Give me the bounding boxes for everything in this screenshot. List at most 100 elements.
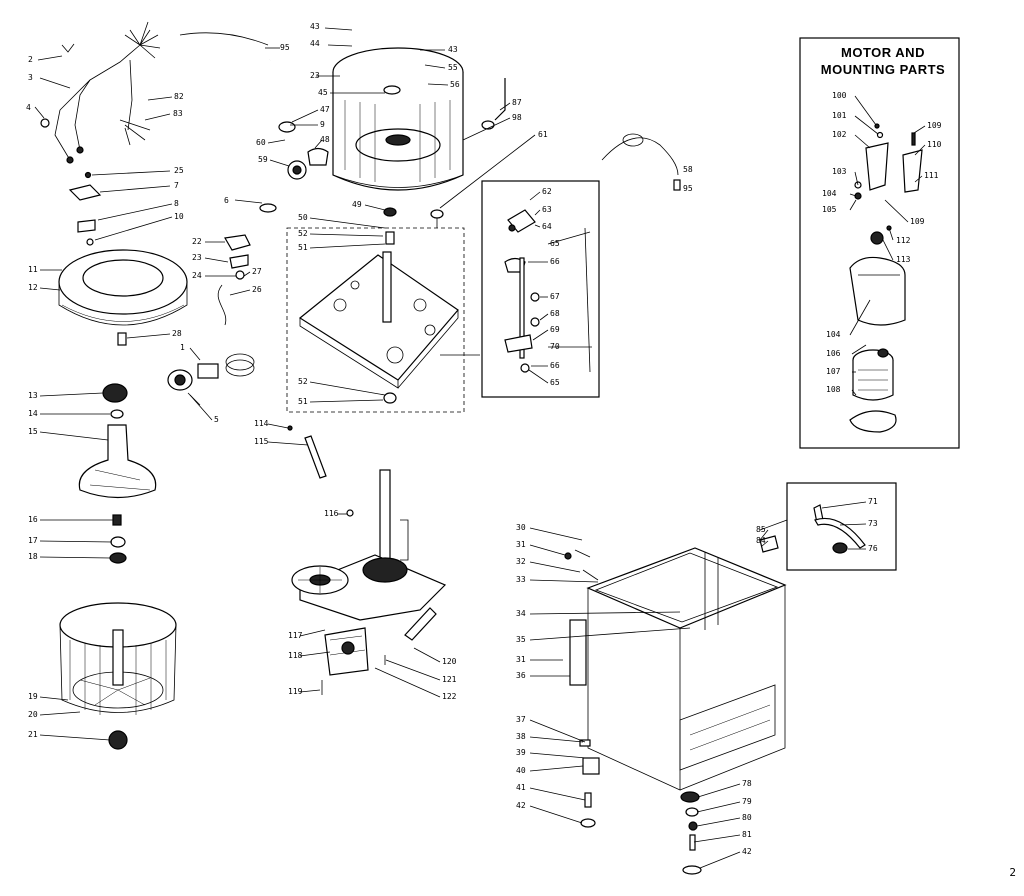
- callout-13: 13: [28, 391, 38, 400]
- callout-100: 100: [832, 91, 847, 100]
- callout-17: 17: [28, 536, 38, 545]
- wire-harness: [40, 21, 269, 164]
- outer-tub: [332, 47, 464, 191]
- callout-84: 84: [756, 536, 766, 545]
- spin-basket: [59, 602, 177, 750]
- motor-mounting-inset: [799, 37, 960, 449]
- callout-6: 6: [224, 196, 229, 205]
- callout-111: 111: [924, 171, 939, 180]
- callout-98: 98: [512, 113, 522, 122]
- callout-78: 78: [742, 779, 752, 788]
- small-brackets-left: [68, 171, 102, 246]
- callout-104: 104: [826, 330, 841, 339]
- callout-120: 120: [442, 657, 457, 666]
- callout-10: 10: [174, 212, 184, 221]
- callout-50: 50: [298, 213, 308, 222]
- callout-82: 82: [174, 92, 184, 101]
- callout-45: 45: [318, 88, 328, 97]
- callout-47: 47: [320, 105, 330, 114]
- callout-42: 42: [742, 847, 752, 856]
- callout-70: 70: [550, 342, 560, 351]
- callout-40: 40: [516, 766, 526, 775]
- callout-12: 12: [28, 283, 38, 292]
- callout-30: 30: [516, 523, 526, 532]
- callout-33: 33: [516, 575, 526, 584]
- callout-116: 116: [324, 509, 339, 518]
- callout-85: 85: [756, 525, 766, 534]
- callout-28: 28: [172, 329, 182, 338]
- callout-107: 107: [826, 367, 841, 376]
- callout-26: 26: [252, 285, 262, 294]
- callout-2: 2: [28, 55, 33, 64]
- callout-95: 95: [280, 43, 290, 52]
- fill-tube: [481, 78, 506, 130]
- callout-18: 18: [28, 552, 38, 561]
- mounting-plate: [286, 207, 480, 413]
- callout-42: 42: [516, 801, 526, 810]
- callout-11: 11: [28, 265, 38, 274]
- callout-51: 51: [298, 397, 308, 406]
- callout-55: 55: [448, 63, 458, 72]
- callout-4: 4: [26, 103, 31, 112]
- callout-43: 43: [310, 22, 320, 31]
- callout-106: 106: [826, 349, 841, 358]
- transmission: [291, 469, 447, 695]
- callout-25: 25: [174, 166, 184, 175]
- callout-37: 37: [516, 715, 526, 724]
- callout-20: 20: [28, 710, 38, 719]
- callout-73: 73: [868, 519, 878, 528]
- callout-numbers: 2349543444355562345828387984794860596125…: [26, 22, 942, 856]
- callout-31: 31: [516, 655, 526, 664]
- callout-5: 5: [214, 415, 219, 424]
- callout-113: 113: [896, 255, 911, 264]
- callout-68: 68: [550, 309, 560, 318]
- callout-34: 34: [516, 609, 526, 618]
- callout-108: 108: [826, 385, 841, 394]
- callout-32: 32: [516, 557, 526, 566]
- leveling-foot-right: [680, 791, 702, 875]
- callout-23: 23: [192, 253, 202, 262]
- callout-102: 102: [832, 130, 847, 139]
- callout-14: 14: [28, 409, 38, 418]
- callout-38: 38: [516, 732, 526, 741]
- callout-8: 8: [174, 199, 179, 208]
- callout-60: 60: [256, 138, 266, 147]
- callout-59: 59: [258, 155, 268, 164]
- inset-title-line1: MOTOR AND: [841, 45, 925, 60]
- cord: [601, 133, 681, 191]
- tub-ring: [58, 249, 188, 346]
- callout-27: 27: [252, 267, 262, 276]
- callout-66: 66: [550, 257, 560, 266]
- callout-109: 109: [910, 217, 925, 226]
- callout-112: 112: [896, 236, 911, 245]
- leader-lines: [34, 27, 926, 869]
- callout-16: 16: [28, 515, 38, 524]
- callout-52: 52: [298, 377, 308, 386]
- callout-103: 103: [832, 167, 847, 176]
- brake-parts-inset: [481, 180, 600, 398]
- callout-109: 109: [927, 121, 942, 130]
- callout-79: 79: [742, 797, 752, 806]
- callout-56: 56: [450, 80, 460, 89]
- callout-104: 104: [822, 189, 837, 198]
- callout-81: 81: [742, 830, 752, 839]
- callout-64: 64: [542, 222, 552, 231]
- bracket-set: [217, 234, 251, 326]
- callout-66: 66: [550, 361, 560, 370]
- callout-67: 67: [550, 292, 560, 301]
- link-rod: [287, 425, 327, 479]
- callout-9: 9: [320, 120, 325, 129]
- callout-21: 21: [28, 730, 38, 739]
- callout-61: 61: [538, 130, 548, 139]
- callout-58: 58: [683, 165, 693, 174]
- callout-44: 44: [310, 39, 320, 48]
- callout-31: 31: [516, 540, 526, 549]
- callout-35: 35: [516, 635, 526, 644]
- callout-69: 69: [550, 325, 560, 334]
- callout-24: 24: [192, 271, 202, 280]
- callout-63: 63: [542, 205, 552, 214]
- callout-83: 83: [173, 109, 183, 118]
- callout-95: 95: [683, 184, 693, 193]
- callout-1: 1: [180, 343, 185, 352]
